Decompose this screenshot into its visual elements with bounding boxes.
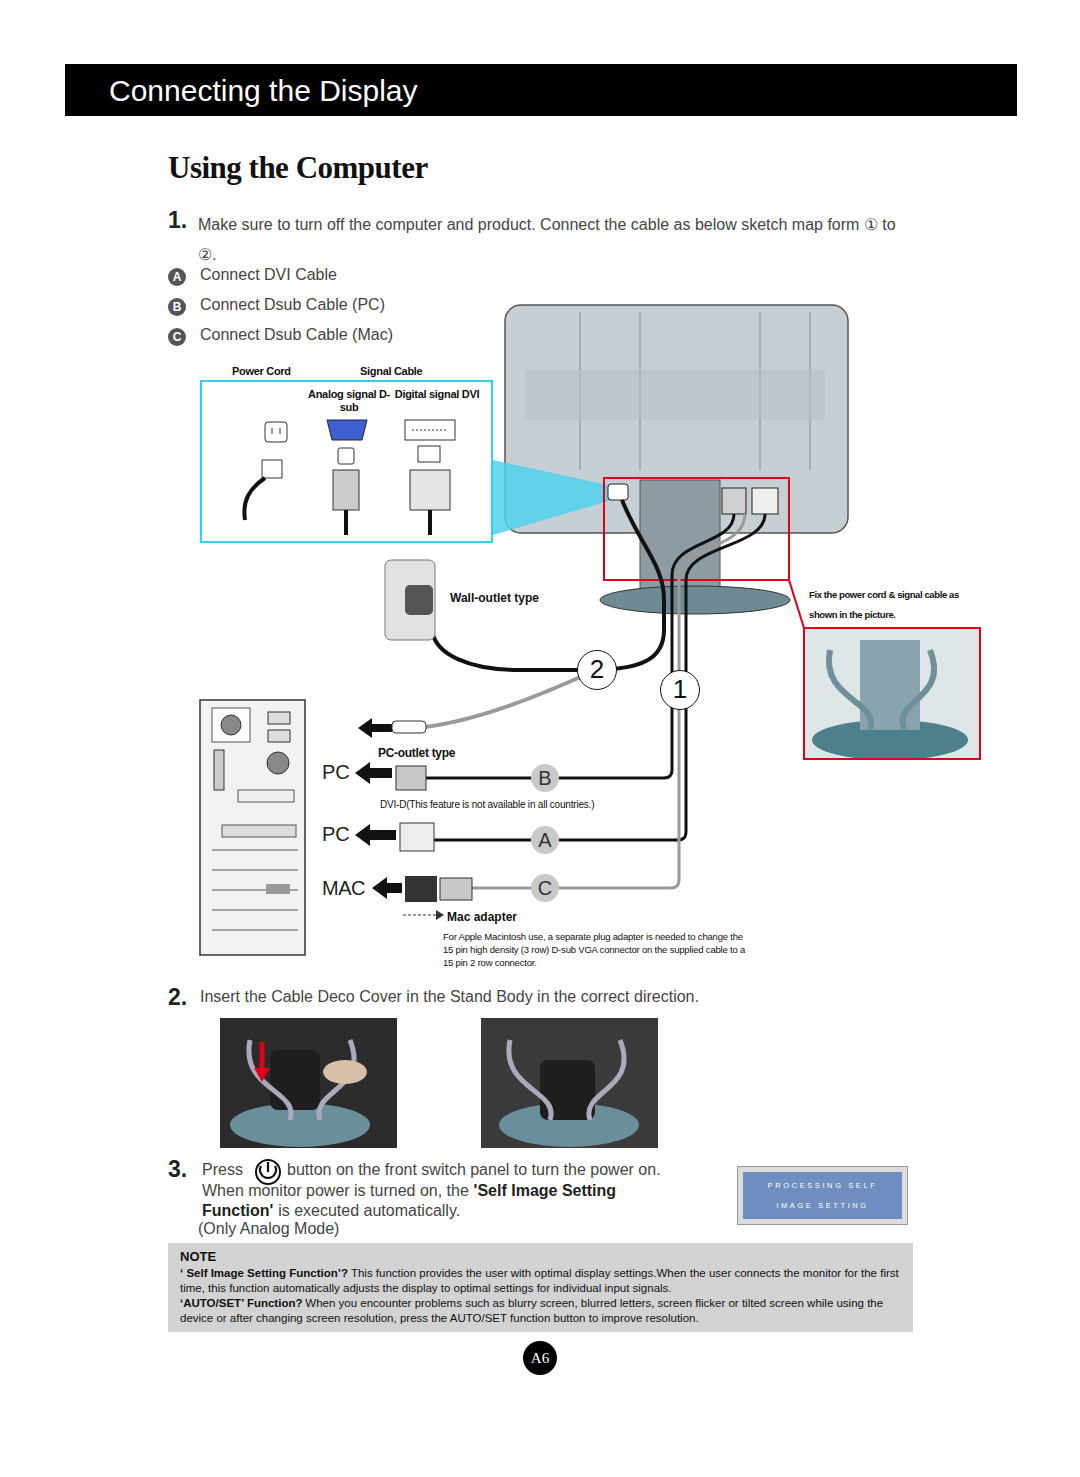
node-text: Connecting the Display [109, 74, 1017, 108]
step-text: When monitor power is turned on, the [202, 1182, 469, 1199]
port-label: PC [322, 823, 350, 846]
outlet-label: Wall-outlet type [450, 591, 539, 605]
step-text: button on the front switch panel to turn… [287, 1161, 717, 1179]
cable-note: DVI-D(This feature is not available in a… [380, 799, 594, 810]
node-text: C [531, 874, 559, 902]
port-label: PC [322, 761, 350, 784]
wall-outlet [385, 560, 435, 640]
node-text: A [531, 826, 559, 854]
cable-letter: A [531, 826, 559, 854]
callout-number: 1 [660, 670, 700, 710]
adapter-note: For Apple Macintosh use, a separate plug… [443, 930, 748, 969]
power-icon [256, 1160, 280, 1184]
node-text: B [531, 764, 559, 792]
node-text: Signal Cable [360, 365, 450, 378]
note-heading: NOTE [180, 1249, 903, 1264]
node-text: PROCESSING SELF IMAGE SETTING [757, 1176, 889, 1216]
outlet-label: PC-outlet type [378, 746, 455, 760]
text-group: When monitor power is turned on, the'Sel… [202, 1181, 672, 1221]
step-number: 3. [168, 1156, 187, 1183]
adapter-label: Mac adapter [447, 910, 517, 924]
cable-legend-box: Power CordSignal CableAnalog signal D-su… [200, 380, 493, 543]
note-body: ‘ Self Image Setting Function’?This func… [180, 1266, 903, 1326]
port-label: MAC [322, 877, 365, 900]
node-text: B [168, 298, 186, 316]
node-text: A [168, 268, 186, 286]
section-title: Using the Computer [168, 150, 428, 186]
note-box: NOTE ‘ Self Image Setting Function’?This … [168, 1243, 913, 1332]
callout-photo-frame: Fix the power cord & signal cable as sho… [803, 627, 981, 760]
node-text: 1 [661, 671, 699, 708]
list-letter: C [168, 328, 186, 346]
node-text: Digital signal DVI [394, 388, 480, 401]
cable-letter: B [531, 764, 559, 792]
step-number: 2. [168, 984, 187, 1011]
status-panel: PROCESSING SELF IMAGE SETTING [743, 1172, 902, 1219]
list-letter: B [168, 298, 186, 316]
cable-letter: C [531, 874, 559, 902]
step-text: Make sure to turn off the computer and p… [198, 210, 898, 270]
monitor-base [600, 586, 790, 614]
node-text: Power Cord [232, 365, 312, 378]
list-text: Connect Dsub Cable (Mac) [200, 326, 393, 344]
note-term: ‘ Self Image Setting Function’? [180, 1267, 348, 1279]
step-text: is executed automatically. [278, 1202, 460, 1219]
list-text: Connect Dsub Cable (PC) [200, 296, 385, 314]
note-term: ‘AUTO/SET’ Function? [180, 1297, 302, 1309]
step-number: 1. [168, 207, 187, 234]
computer-tower [200, 700, 305, 955]
list-text: Connect DVI Cable [200, 266, 337, 284]
status-screen: PROCESSING SELF IMAGE SETTING [737, 1166, 908, 1225]
node-text: C [168, 328, 186, 346]
list-letter: A [168, 268, 186, 286]
node-text: 2 [578, 651, 616, 688]
step-text: (Only Analog Mode) [198, 1220, 339, 1238]
header-band: Connecting the Display [65, 64, 1017, 116]
callout-number: 2 [577, 650, 617, 690]
node-text: A6 [523, 1341, 557, 1375]
node-text: Fix the power cord & signal cable as sho… [809, 585, 989, 625]
step-text: Press [202, 1161, 243, 1179]
page-number: A6 [523, 1341, 557, 1375]
highlight-frame [604, 478, 789, 580]
node-text: Analog signal D-sub [306, 388, 392, 414]
step-text: Insert the Cable Deco Cover in the Stand… [200, 988, 900, 1006]
